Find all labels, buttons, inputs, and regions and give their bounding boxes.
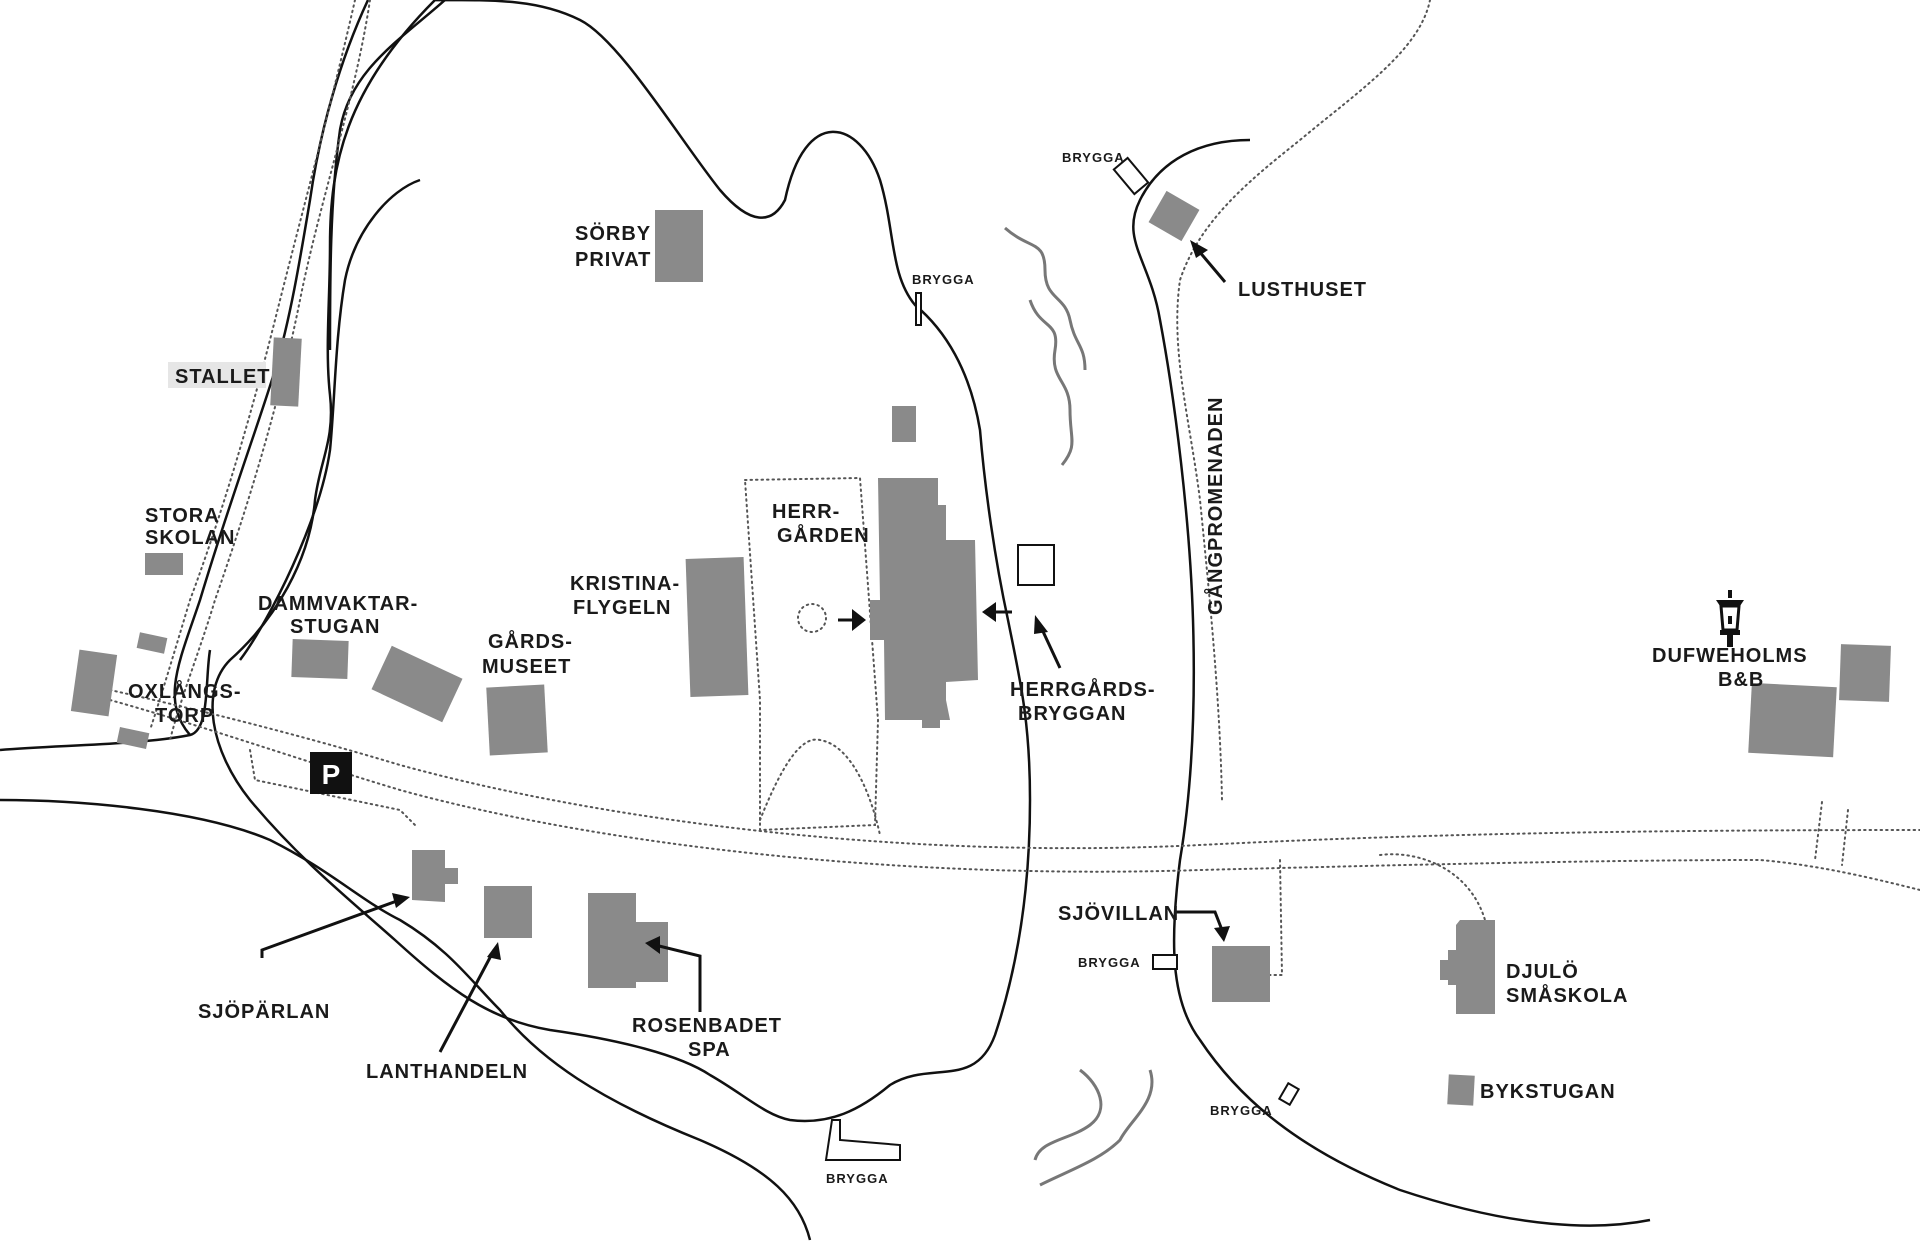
arrow-sjoparlan <box>260 893 410 958</box>
building-oxlangstorp-2[interactable] <box>136 632 168 654</box>
building-dufweholms-2[interactable] <box>1748 682 1837 758</box>
label-oxlangs-1: OXLÅNGS- <box>128 679 242 703</box>
pier-center <box>915 292 922 326</box>
pier-bykstugan <box>1277 1081 1301 1107</box>
label-lusthuset: LUSTHUSET <box>1238 279 1367 301</box>
wave-3 <box>1033 1068 1103 1161</box>
arrow-herrgarden-right <box>982 602 1012 622</box>
parking-icon[interactable]: P <box>310 752 352 794</box>
wave-1 <box>1004 226 1087 371</box>
lantern-icon <box>1716 590 1744 647</box>
building-bykstugan[interactable] <box>1447 1074 1475 1106</box>
building-sorby-privat[interactable] <box>655 210 703 282</box>
parking-label: P <box>322 759 341 790</box>
label-sorby-1: SÖRBY <box>575 222 651 245</box>
lake-shoreline <box>211 0 1032 1123</box>
label-sjoparlan: SJÖPÄRLAN <box>198 1000 330 1023</box>
arrow-herrgardsbryggan <box>1034 615 1062 669</box>
shore-left-top <box>328 0 446 351</box>
label-gangpromenaden: GÅNGPROMENADEN <box>1203 397 1227 615</box>
river-bottom <box>0 798 812 1241</box>
label-herrgardsbryggan-1: HERRGÅRDS- <box>1010 677 1156 701</box>
label-brygga-center: BRYGGA <box>912 272 975 287</box>
river-top <box>0 649 212 752</box>
path-dufweholms-1 <box>1814 801 1823 861</box>
fountain <box>797 603 827 633</box>
building-dammvaktarstugan-2[interactable] <box>371 645 463 723</box>
garden-triangle <box>759 738 881 836</box>
label-brygga-top-right: BRYGGA <box>1062 150 1125 165</box>
building-gardsmuseet[interactable] <box>486 684 548 756</box>
wave-2 <box>1028 299 1074 466</box>
label-stora: STORA <box>145 505 220 527</box>
building-djulo-smaskola[interactable] <box>1440 920 1495 1014</box>
wave-4 <box>1039 1069 1154 1187</box>
label-skolan: SKOLAN <box>145 527 235 549</box>
building-stora-skolan[interactable] <box>145 553 183 575</box>
label-kristina-2: FLYGELN <box>573 597 672 619</box>
label-oxlangs-2: TORP <box>155 705 214 727</box>
pier-lusthuset <box>1112 156 1150 196</box>
label-sjovillan: SJÖVILLAN <box>1058 902 1179 925</box>
label-herr-2: GÅRDEN <box>777 523 870 547</box>
label-bykstugan: BYKSTUGAN <box>1480 1081 1616 1103</box>
label-herrgardsbryggan-2: BRYGGAN <box>1018 703 1126 725</box>
label-dammvaktar-2: STUGAN <box>290 616 380 638</box>
label-brygga-bottom: BRYGGA <box>826 1171 889 1186</box>
path-dufweholms-2 <box>1841 809 1849 866</box>
label-djulo-1: DJULÖ <box>1506 960 1579 983</box>
arrow-lanthandeln <box>438 942 501 1053</box>
pier-sjovillan <box>1152 954 1178 970</box>
main-path-2 <box>109 699 1920 891</box>
main-path <box>109 689 1920 850</box>
pier-bottom <box>824 1119 901 1161</box>
building-lanthandeln[interactable] <box>484 886 532 938</box>
label-rosenbadet-1: ROSENBADET <box>632 1015 782 1037</box>
building-oxlangstorp-3[interactable] <box>116 727 150 749</box>
shore-right <box>1132 138 1651 1227</box>
arrow-herrgarden-left <box>838 609 866 631</box>
label-gards-2: MUSEET <box>482 656 571 678</box>
label-lanthandeln: LANTHANDELN <box>366 1061 528 1083</box>
building-kristinaflygeln[interactable] <box>685 557 749 697</box>
building-dammvaktarstugan[interactable] <box>291 639 349 679</box>
label-brygga-bykstugan: BRYGGA <box>1210 1103 1273 1118</box>
label-dufweholms-2: B&B <box>1718 669 1764 691</box>
building-rosenbadet[interactable] <box>588 893 668 988</box>
label-djulo-2: SMÅSKOLA <box>1506 983 1628 1007</box>
path-left-vertical-2 <box>149 0 356 731</box>
building-lusthuset[interactable] <box>1148 190 1200 242</box>
arrow-rosenbadet <box>645 936 702 1012</box>
path-djulo <box>1379 853 1486 921</box>
herrgarden-courtyard <box>743 476 880 832</box>
label-gards-1: GÅRDS- <box>488 629 573 653</box>
stream-left-2 <box>238 178 421 661</box>
arrow-lusthuset <box>1190 240 1227 283</box>
stallet-label-bg <box>168 362 266 388</box>
label-rosenbadet-2: SPA <box>688 1039 731 1061</box>
gangpromenaden-path <box>1176 0 1431 801</box>
building-dufweholms-1[interactable] <box>1839 644 1891 702</box>
arrow-sjovillan <box>1175 910 1230 942</box>
pier-herrgardsbryggan <box>1017 544 1055 586</box>
building-stallet[interactable] <box>270 337 302 407</box>
parking-area <box>249 749 416 826</box>
label-kristina-1: KRISTINA- <box>570 573 680 595</box>
building-annex[interactable] <box>892 406 916 442</box>
path-left-vertical <box>169 0 371 741</box>
label-herr-1: HERR- <box>772 501 840 523</box>
building-herrgarden[interactable] <box>870 478 978 728</box>
label-sorby-2: PRIVAT <box>575 249 651 271</box>
label-brygga-sjovillan: BRYGGA <box>1078 955 1141 970</box>
label-stallet: STALLET <box>175 366 271 388</box>
label-dammvaktar-1: DAMMVAKTAR- <box>258 593 418 615</box>
building-sjoparlan[interactable] <box>412 850 458 902</box>
building-oxlangstorp-1[interactable] <box>70 649 118 717</box>
label-dufweholms-1: DUFWEHOLMS <box>1652 645 1808 667</box>
building-sjovillan[interactable] <box>1212 946 1270 1002</box>
